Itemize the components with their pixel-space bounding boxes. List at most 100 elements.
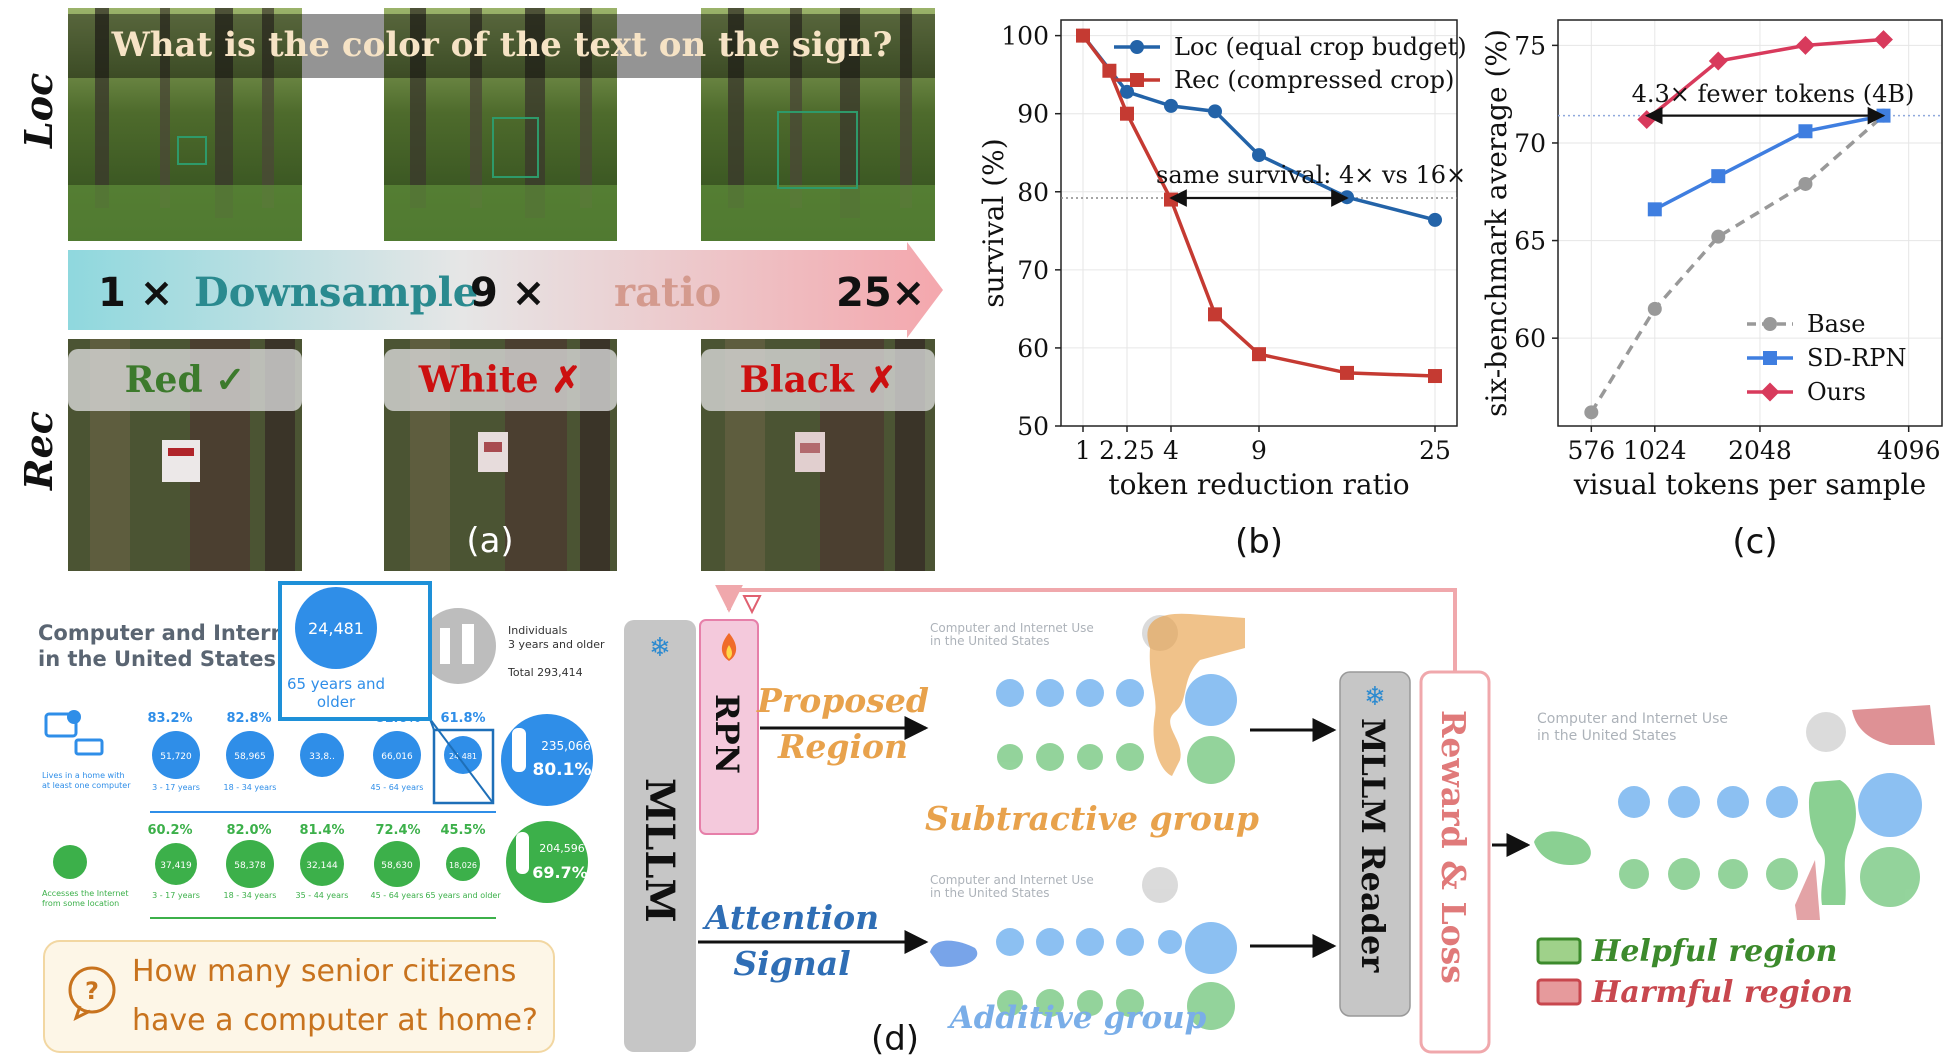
- internet-big-value: 204,596: [539, 842, 585, 855]
- row-label-loc: Loc: [16, 73, 61, 149]
- y-tick-label: 100: [1001, 22, 1049, 51]
- y-tick-label: 90: [1017, 100, 1049, 129]
- harmful-mask: [1852, 705, 1935, 745]
- data-point: [1120, 106, 1134, 121]
- computer-row: 83.2% 82.8% 81.6% 61.8% 51,720 58,965 33…: [147, 711, 593, 806]
- panel-d: Computer and Internet in the United Stat…: [38, 581, 1938, 1059]
- x-tick-label: 1024: [1623, 436, 1687, 465]
- x-axis-label: token reduction ratio: [1108, 468, 1409, 501]
- annotation-text: 4.3× fewer tokens (4B): [1632, 80, 1915, 108]
- x-axis-label: visual tokens per sample: [1573, 468, 1927, 501]
- x-tick-label: 1: [1075, 436, 1091, 465]
- data-point: [1711, 229, 1726, 244]
- question-icon: [68, 966, 116, 1014]
- internet-value: 37,419: [160, 861, 192, 871]
- internet-pct: 72.4%: [375, 823, 420, 838]
- series-line: [1653, 113, 1884, 211]
- legend-entry: Base: [1747, 310, 1865, 338]
- internet-pct: 60.2%: [147, 823, 192, 838]
- row-label-rec: Rec: [16, 411, 61, 491]
- data-point: [1164, 192, 1178, 207]
- age-label: 3 - 17 years: [152, 783, 200, 792]
- legend-label: Rec (compressed crop): [1174, 66, 1454, 94]
- internet-bubble: [300, 842, 344, 886]
- arrow-mid-number: 9 ×: [470, 270, 545, 316]
- output-thumbnail: Computer and Internet Use in the United …: [1530, 703, 1938, 921]
- x-tick-label: 576: [1567, 436, 1615, 465]
- snowflake-icon: ❄: [649, 633, 671, 663]
- age-label: 65 years and older: [425, 891, 501, 900]
- harmful-swatch: [1536, 978, 1582, 1006]
- data-point: [1647, 301, 1662, 316]
- computer-bubble: [444, 736, 482, 774]
- sign: [162, 440, 200, 482]
- rec-image-25x: [701, 339, 935, 571]
- y-tick-label: 75: [1514, 31, 1546, 60]
- computer-big-value: 235,066: [541, 739, 591, 753]
- legend-label: Ours: [1807, 378, 1866, 406]
- series-sd-rpn: [1647, 108, 1891, 217]
- loc-image-9x: [384, 8, 617, 241]
- zoom-label-2: older: [317, 693, 356, 711]
- data-point: [1130, 40, 1144, 54]
- x-tick-label: 2.25: [1099, 436, 1155, 465]
- age-label: 18 - 34 years: [224, 891, 277, 900]
- panel-a: What is the color of the text on the sig…: [16, 8, 943, 571]
- loc-crop-box: [492, 117, 539, 178]
- mllm-label: MLLM: [636, 778, 683, 923]
- computer-caption-1: Lives in a home with: [42, 771, 125, 780]
- data-point: [1708, 51, 1728, 71]
- mllm-reader-block: [1339, 671, 1411, 1017]
- legend-label: Base: [1807, 310, 1865, 338]
- subtractive-thumbnail: Computer and Internet Use in the United …: [930, 615, 1237, 784]
- y-tick-label: 60: [1514, 324, 1546, 353]
- computer-value: 33,8..: [309, 752, 335, 762]
- mllm-block: [624, 620, 696, 1052]
- data-point: [1428, 369, 1442, 384]
- harmful-mask: [1795, 860, 1820, 920]
- harmful-label: Harmful region: [1591, 975, 1853, 1010]
- reader-label: MLLM Reader: [1354, 718, 1392, 973]
- internet-pct: 82.0%: [226, 823, 271, 838]
- helpful-swatch: [1536, 937, 1582, 965]
- rpn-block: [699, 619, 759, 835]
- internet-bubble: [446, 847, 480, 881]
- internet-value: 32,144: [306, 861, 338, 871]
- infographic: Computer and Internet in the United Stat…: [38, 581, 605, 919]
- data-point: [1711, 169, 1726, 184]
- downsample-arrow: [68, 242, 943, 338]
- thumb-title-1: Computer and Internet Use: [1537, 711, 1728, 727]
- age-label: 3 - 17 years: [152, 891, 200, 900]
- age-label: 18 - 34 years: [224, 783, 277, 792]
- arrow-left-label: 1 ×: [98, 270, 173, 316]
- internet-value: 58,378: [234, 861, 266, 871]
- globe-icon: [53, 845, 87, 879]
- computer-bubble: [226, 731, 274, 779]
- data-point: [1208, 307, 1222, 322]
- data-point: [1760, 382, 1780, 402]
- computer-bubble: [373, 731, 421, 779]
- computer-value: 24,481: [449, 752, 477, 761]
- age-label: 45 - 64 years: [371, 783, 424, 792]
- info-title-2: in the United States: [38, 647, 276, 671]
- y-axis-label: survival (%): [977, 138, 1010, 307]
- arrow-ratio-text: ratio: [614, 269, 721, 316]
- internet-pct: 81.4%: [299, 823, 344, 838]
- computer-icon: [44, 712, 78, 738]
- series-line: [1645, 37, 1884, 121]
- computer-value: 66,016: [381, 752, 413, 762]
- feedback-arrow: [715, 584, 1457, 675]
- loc-image-1x: [68, 8, 302, 241]
- loc-crop-box: [177, 136, 207, 165]
- computer-pct: 82.8%: [226, 711, 271, 726]
- data-point: [1647, 202, 1662, 217]
- reward-loss-block: [1419, 670, 1491, 1054]
- rec-image-9x: [384, 339, 617, 571]
- internet-big-pct: 69.7%: [532, 863, 588, 882]
- arrow-mid-text: Downsample: [194, 269, 478, 316]
- question-box: [43, 940, 555, 1053]
- zoom-label-1: 65 years and: [287, 675, 385, 693]
- zoom-value: 24,481: [308, 619, 364, 638]
- y-tick-label: 50: [1017, 412, 1049, 441]
